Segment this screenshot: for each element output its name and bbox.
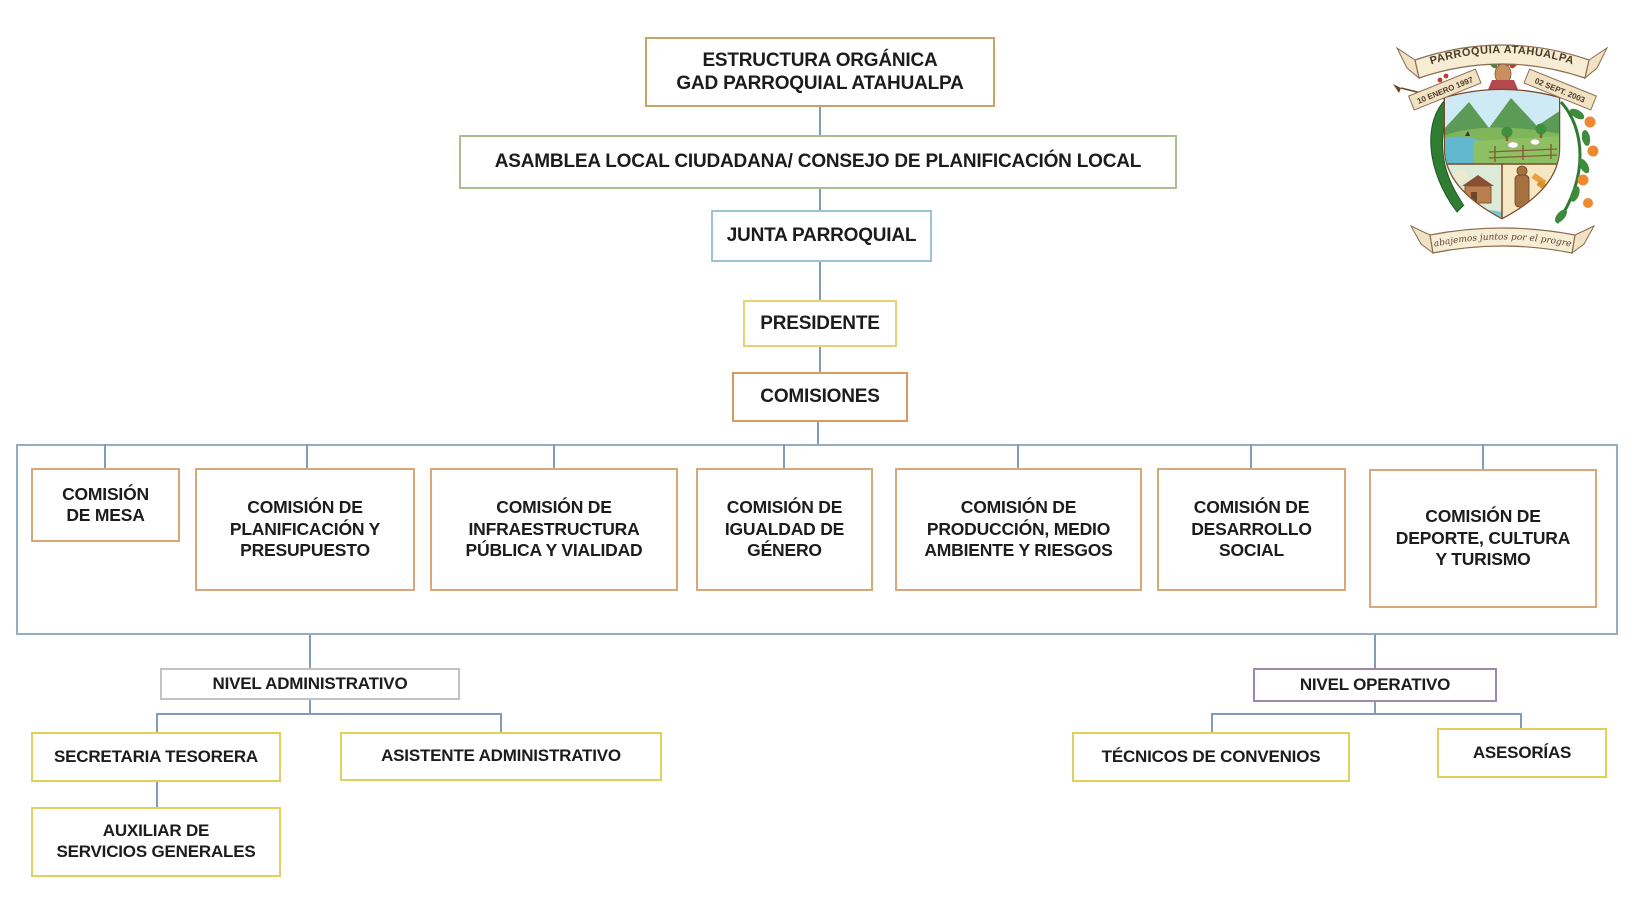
spearhead-icon bbox=[1393, 84, 1401, 93]
node-estructura-organica: ESTRUCTURA ORGÁNICA GAD PARROQUIAL ATAHU… bbox=[645, 37, 995, 107]
node-presidente: PRESIDENTE bbox=[743, 300, 897, 347]
node-nivel-operativo: NIVEL OPERATIVO bbox=[1253, 668, 1497, 702]
connector-line bbox=[1250, 444, 1252, 468]
connector-line bbox=[783, 444, 785, 468]
top-banner: PARROQUIA ATAHUALPA bbox=[1395, 44, 1609, 80]
leaf-icon bbox=[1581, 130, 1591, 146]
connector-line bbox=[1374, 702, 1376, 713]
node-secretaria-tesorera: SECRETARIA TESORERA bbox=[31, 732, 281, 782]
node-junta-parroquial: JUNTA PARROQUIAL bbox=[711, 210, 932, 262]
connector-line bbox=[819, 107, 821, 135]
connector-line bbox=[156, 713, 158, 732]
connector-line bbox=[306, 444, 308, 468]
node-asesorias: ASESORÍAS bbox=[1437, 728, 1607, 778]
node-nivel-administrativo: NIVEL ADMINISTRATIVO bbox=[160, 668, 460, 700]
orange-branch-icon bbox=[1555, 100, 1582, 224]
leaf-icon bbox=[1569, 108, 1585, 120]
connector-line bbox=[500, 713, 502, 732]
connector-line bbox=[553, 444, 555, 468]
connector-line bbox=[156, 713, 502, 715]
node-comision-planificacion: COMISIÓN DE PLANIFICACIÓN Y PRESUPUESTO bbox=[195, 468, 415, 591]
connector-line bbox=[1211, 713, 1522, 715]
berry-icon bbox=[1443, 73, 1449, 79]
node-comision-infraestructura: COMISIÓN DE INFRAESTRUCTURA PÚBLICA Y VI… bbox=[430, 468, 678, 591]
orange-fruit-icon bbox=[1583, 198, 1593, 208]
connector-line bbox=[156, 782, 158, 807]
node-asistente-administrativo: ASISTENTE ADMINISTRATIVO bbox=[340, 732, 662, 781]
leaf-icon bbox=[1570, 186, 1580, 202]
connector-line bbox=[1211, 713, 1213, 732]
comisiones-group-container bbox=[16, 444, 1618, 635]
connector-line bbox=[1017, 444, 1019, 468]
connector-line bbox=[819, 347, 821, 372]
connector-line bbox=[819, 189, 821, 210]
leaf-icon bbox=[1578, 158, 1590, 174]
orange-fruit-icon bbox=[1584, 116, 1596, 128]
node-comisiones: COMISIONES bbox=[732, 372, 908, 422]
leaf-icon bbox=[1555, 209, 1567, 223]
node-comision-desarrollo: COMISIÓN DE DESARROLLO SOCIAL bbox=[1157, 468, 1346, 591]
orange-fruit-icon bbox=[1577, 174, 1589, 186]
node-comision-deporte: COMISIÓN DE DEPORTE, CULTURA Y TURISMO bbox=[1369, 469, 1597, 608]
connector-line bbox=[1482, 444, 1484, 469]
connector-line bbox=[104, 444, 106, 468]
node-comision-produccion: COMISIÓN DE PRODUCCIÓN, MEDIO AMBIENTE Y… bbox=[895, 468, 1142, 591]
node-tecnicos-convenios: TÉCNICOS DE CONVENIOS bbox=[1072, 732, 1350, 782]
connector-line bbox=[1520, 713, 1522, 728]
node-auxiliar-servicios: AUXILIAR DE SERVICIOS GENERALES bbox=[31, 807, 281, 877]
connector-line bbox=[309, 700, 311, 713]
orange-fruit-icon bbox=[1587, 145, 1599, 157]
node-comision-mesa: COMISIÓN DE MESA bbox=[31, 468, 180, 542]
node-asamblea-local: ASAMBLEA LOCAL CIUDADANA/ CONSEJO DE PLA… bbox=[459, 135, 1177, 189]
berry-icon bbox=[1437, 77, 1443, 83]
connector-line bbox=[309, 635, 311, 668]
connector-line bbox=[1374, 635, 1376, 668]
node-comision-igualdad: COMISIÓN DE IGUALDAD DE GÉNERO bbox=[696, 468, 873, 591]
connector-line bbox=[819, 262, 821, 300]
parroquia-atahualpa-coat-of-arms: PARROQUIA ATAHUALPA 10 ENERO 1997 02 SEP… bbox=[1385, 18, 1609, 255]
connector-line bbox=[817, 422, 819, 444]
